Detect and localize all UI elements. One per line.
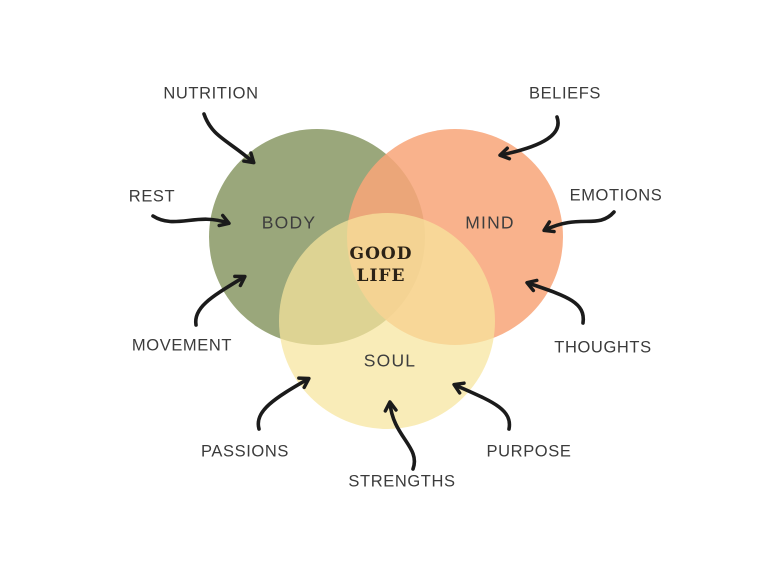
arrows-group (151, 112, 616, 471)
purpose-arrow (452, 381, 512, 431)
factor-label-strengths: STRENGTHS (348, 472, 456, 491)
mind-circle-label: MIND (465, 212, 515, 233)
strengths-arrow (383, 400, 417, 471)
factor-label-nutrition: NUTRITION (163, 84, 259, 103)
soul-circle (279, 213, 495, 429)
passions-arrow (256, 376, 311, 431)
factor-label-purpose: PURPOSE (486, 442, 572, 461)
soul-circle-label: SOUL (363, 350, 417, 371)
factor-label-passions: PASSIONS (201, 442, 289, 461)
center-good-life-label: GOOD LIFE (350, 243, 413, 287)
movement-arrow (194, 274, 247, 327)
factor-label-thoughts: THOUGHTS (554, 338, 652, 357)
factor-label-beliefs: BELIEFS (528, 84, 602, 103)
factor-label-movement: MOVEMENT (131, 336, 233, 355)
center-label-line2: LIFE (356, 266, 406, 286)
thoughts-arrow (525, 278, 586, 325)
rest-arrow (151, 213, 231, 228)
factor-label-rest: REST (128, 187, 176, 206)
beliefs-arrow (498, 115, 560, 161)
center-label-line1: GOOD (349, 244, 413, 264)
factor-label-emotions: EMOTIONS (569, 186, 663, 205)
nutrition-arrow (202, 112, 256, 165)
emotions-arrow (542, 210, 616, 234)
body-circle-label: BODY (261, 212, 317, 233)
